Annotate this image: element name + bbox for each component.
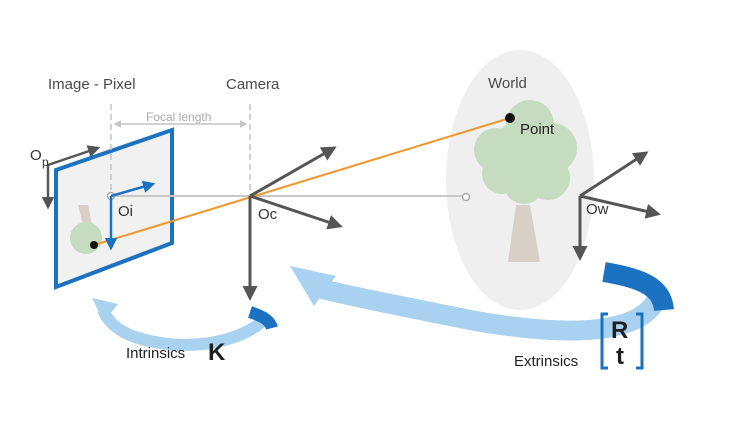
label-point: Point xyxy=(520,121,555,138)
label-extrinsics: Extrinsics xyxy=(514,353,578,370)
pixel-axis-x xyxy=(47,145,101,167)
label-origin-pixel-sub: p xyxy=(42,155,49,169)
image-plane xyxy=(54,127,174,290)
projection-ray xyxy=(93,117,511,246)
label-extrinsics-t: t xyxy=(616,343,624,370)
optical-axis-end xyxy=(461,192,471,202)
label-extrinsics-R: R xyxy=(611,317,628,344)
world-axis-x xyxy=(579,194,661,219)
extrinsics-bracket xyxy=(600,312,644,370)
image-point xyxy=(90,241,98,249)
extrinsics-arc-dark xyxy=(602,262,674,312)
camera-axis-z xyxy=(249,194,343,230)
label-origin-image: Oi xyxy=(118,203,133,220)
label-focal-length: Focal length xyxy=(146,110,211,124)
label-origin-world: Ow xyxy=(586,201,609,218)
label-origin-pixel: O xyxy=(30,147,42,164)
label-image-pixel: Image - Pixel xyxy=(48,76,136,93)
camera-axis-up xyxy=(249,146,337,198)
label-world: World xyxy=(488,75,527,92)
world-tree xyxy=(474,100,577,262)
label-camera: Camera xyxy=(226,76,280,93)
world-axis-up xyxy=(579,151,649,198)
world-point xyxy=(505,113,515,123)
extrinsics-arrowhead xyxy=(290,266,336,306)
extrinsics-arc xyxy=(315,278,670,341)
intrinsics-arc xyxy=(97,307,273,351)
label-intrinsics: Intrinsics xyxy=(126,345,185,362)
label-origin-camera: Oc xyxy=(258,206,278,223)
label-intrinsics-symbol: K xyxy=(208,339,226,366)
intrinsics-arrowhead xyxy=(92,298,118,322)
image-axis-x xyxy=(110,180,156,198)
intrinsics-arc-dark xyxy=(248,306,278,331)
